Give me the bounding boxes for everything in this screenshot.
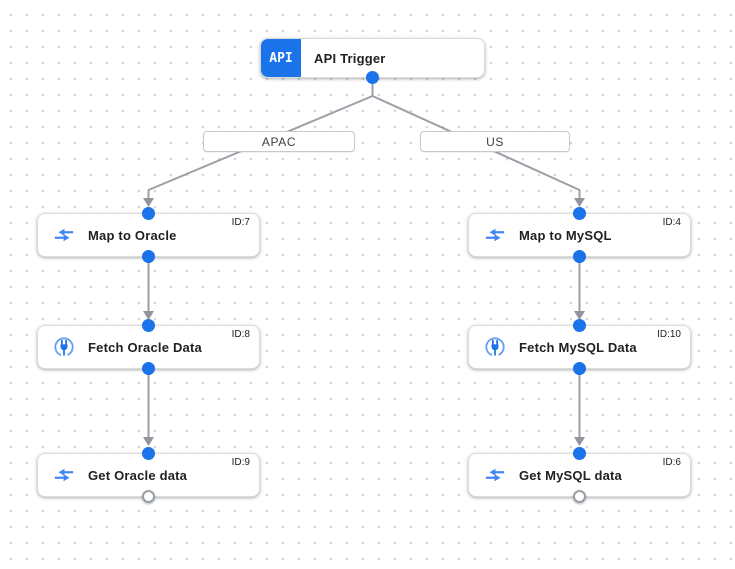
data-mapping-icon xyxy=(54,468,74,482)
task-id: ID:6 xyxy=(662,457,681,468)
task-node-get-mysql-data[interactable]: Get MySQL data ID:6 xyxy=(468,447,691,503)
api-badge-icon: API xyxy=(261,39,301,77)
task-label: Map to Oracle xyxy=(88,227,177,243)
edge-label-text: APAC xyxy=(261,134,297,149)
output-port[interactable] xyxy=(142,250,155,263)
output-port[interactable] xyxy=(573,250,586,263)
task-label: Fetch Oracle Data xyxy=(88,339,202,355)
input-port[interactable] xyxy=(142,447,155,460)
task-node-map-to-oracle[interactable]: Map to Oracle ID:7 xyxy=(37,207,260,263)
task-label: Fetch MySQL Data xyxy=(519,339,637,355)
task-node-fetch-mysql-data[interactable]: Fetch MySQL Data ID:10 xyxy=(468,319,691,375)
edge-label-text: US xyxy=(486,134,504,149)
output-port-unconnected[interactable] xyxy=(573,490,586,503)
task-id: ID:9 xyxy=(231,457,250,468)
api-trigger-node[interactable]: API API Trigger xyxy=(260,38,485,84)
output-port[interactable] xyxy=(366,71,379,84)
task-node-map-to-mysql[interactable]: Map to MySQL ID:4 xyxy=(468,207,691,263)
task-id: ID:10 xyxy=(657,329,681,340)
input-port[interactable] xyxy=(573,319,586,332)
connector-icon xyxy=(485,337,505,357)
input-port[interactable] xyxy=(573,447,586,460)
edge-label-us[interactable]: US xyxy=(420,131,570,152)
output-port[interactable] xyxy=(142,362,155,375)
task-id: ID:8 xyxy=(231,329,250,340)
connector-icon xyxy=(54,337,74,357)
task-label: Get MySQL data xyxy=(519,467,622,483)
task-id: ID:4 xyxy=(662,217,681,228)
task-label: Get Oracle data xyxy=(88,467,188,483)
task-label: Map to MySQL xyxy=(519,227,612,243)
input-port[interactable] xyxy=(142,319,155,332)
input-port[interactable] xyxy=(142,207,155,220)
task-node-fetch-oracle-data[interactable]: Fetch Oracle Data ID:8 xyxy=(37,319,260,375)
task-node-get-oracle-data[interactable]: Get Oracle data ID:9 xyxy=(37,447,260,503)
arrowheads xyxy=(143,198,585,446)
data-mapping-icon xyxy=(54,228,74,242)
data-mapping-icon xyxy=(485,468,505,482)
data-mapping-icon xyxy=(485,228,505,242)
edge-label-apac[interactable]: APAC xyxy=(203,131,355,152)
trigger-label: API Trigger xyxy=(314,50,386,66)
input-port[interactable] xyxy=(573,207,586,220)
output-port[interactable] xyxy=(573,362,586,375)
task-id: ID:7 xyxy=(231,217,250,228)
output-port-unconnected[interactable] xyxy=(142,490,155,503)
